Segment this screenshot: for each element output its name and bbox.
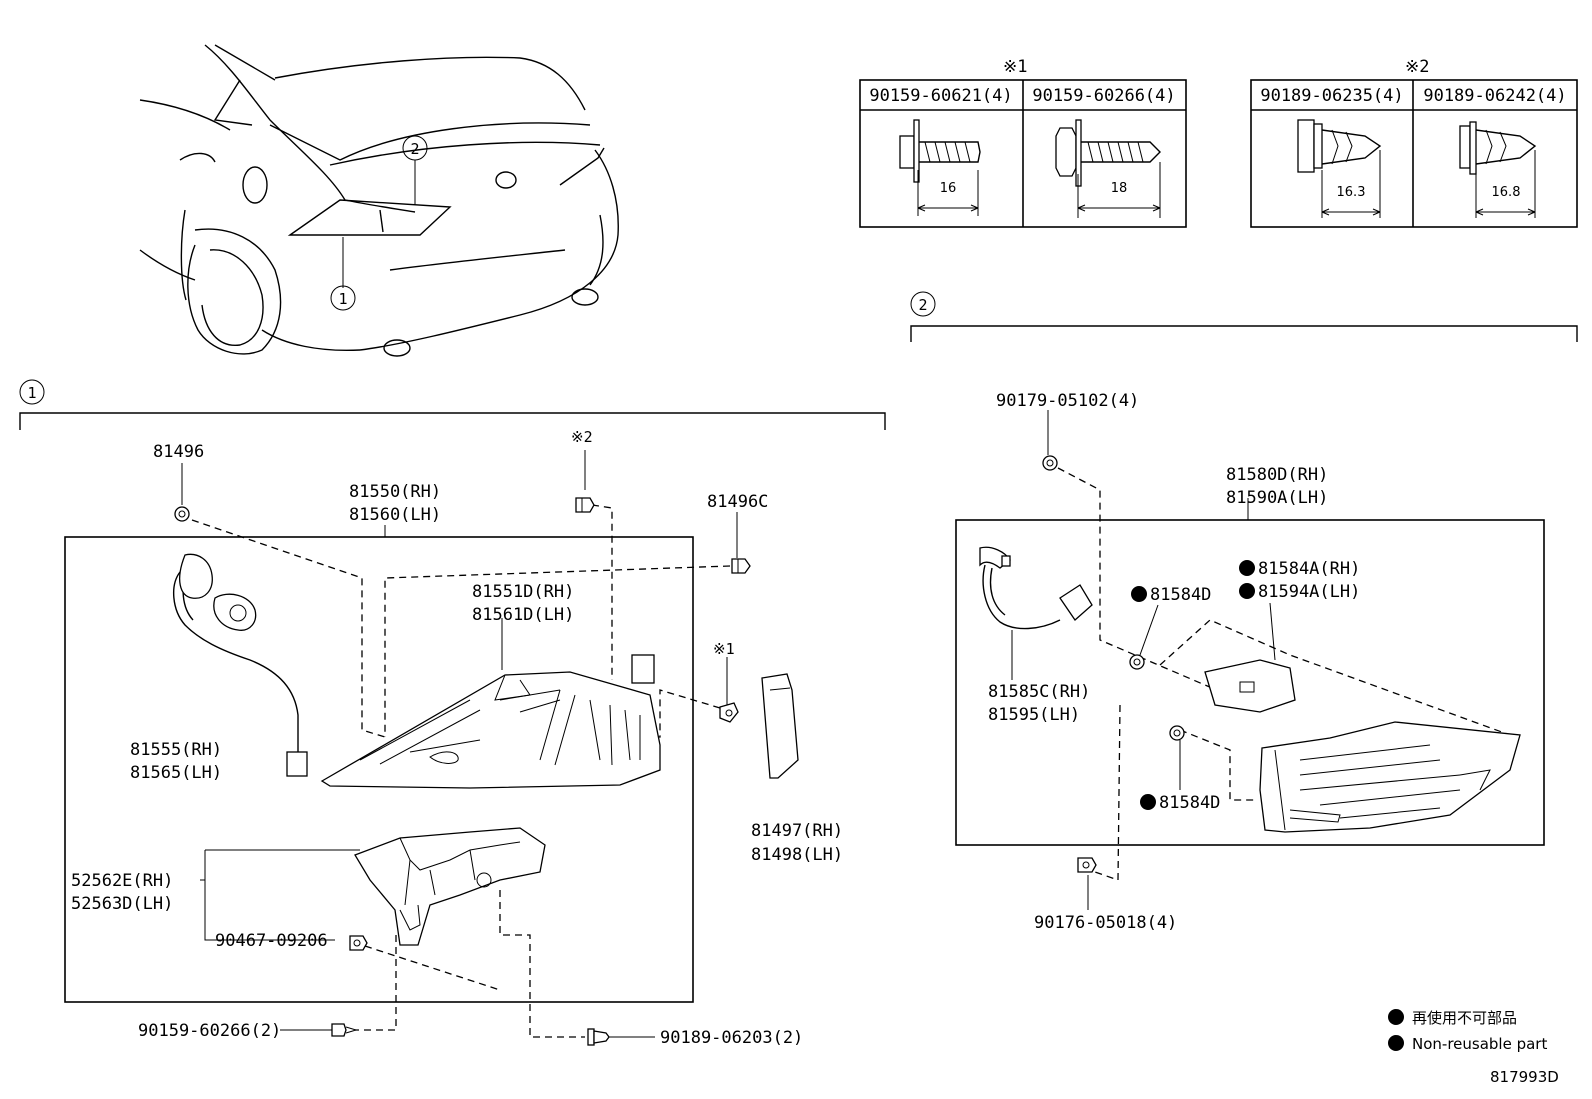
- callout-2-car: 2: [410, 140, 419, 158]
- table2-mark: ※2: [1405, 57, 1429, 77]
- label-mark1: ※1: [713, 640, 735, 658]
- label-81595: 81595(LH): [988, 705, 1080, 725]
- fastener-table-2: [1250, 79, 1578, 228]
- label-52563d: 52563D(LH): [71, 894, 173, 914]
- socket-wire-81555: [173, 553, 308, 777]
- label-90467: 90467-09206: [215, 931, 328, 951]
- washer-81584d-bottom: [1169, 725, 1185, 741]
- label-81584d-bottom: 81584D: [1159, 793, 1220, 813]
- legend-jp: 再使用不可部品: [1412, 1009, 1517, 1027]
- label-90179: 90179-05102(4): [996, 391, 1139, 411]
- nonreusable-dot-81584a: [1239, 560, 1255, 576]
- callout-1-group: 1: [27, 384, 36, 402]
- label-81580d: 81580D(RH): [1226, 465, 1328, 485]
- legend-en: Non-reusable part: [1412, 1035, 1547, 1053]
- label-90176: 90176-05018(4): [1034, 913, 1177, 933]
- table2-header-2: 90189-06242(4): [1423, 86, 1566, 106]
- legend-dot-jp: [1388, 1009, 1404, 1025]
- screw-90467: [349, 935, 368, 951]
- nut-90179: [1042, 455, 1058, 471]
- rear-combination-lamp-lens: [320, 654, 661, 789]
- label-81497: 81497(RH): [751, 821, 843, 841]
- car-rear-overview: [139, 44, 619, 357]
- group2-leaders: [1011, 410, 1511, 910]
- table1-dim-2: 18: [1111, 181, 1128, 196]
- bolt-90159-60266: [331, 1023, 358, 1037]
- table1-mark: ※1: [1003, 57, 1027, 77]
- label-52562e: 52562E(RH): [71, 871, 173, 891]
- nonreusable-dot-81594a: [1239, 583, 1255, 599]
- garnish-81497: [761, 673, 799, 779]
- clip-mark2-fastener: [575, 497, 595, 513]
- label-81498: 81498(LH): [751, 845, 843, 865]
- inner-lamp-81580d: [1259, 721, 1521, 833]
- group2-bracket: [910, 291, 1578, 846]
- bracket-52562e: [354, 827, 546, 946]
- fastener-81496c: [731, 558, 751, 574]
- label-81561d: 81561D(LH): [472, 605, 574, 625]
- group1-bracket: [19, 379, 886, 1003]
- label-81590a: 81590A(LH): [1226, 488, 1328, 508]
- bolt-mark1-fastener: [719, 702, 739, 723]
- washer-81584d-top: [1129, 654, 1145, 670]
- label-81551d: 81551D(RH): [472, 582, 574, 602]
- seal-81584a: [1204, 659, 1296, 713]
- table1-dim-1: 16: [940, 181, 957, 196]
- callout-1-car: 1: [338, 290, 347, 308]
- nonreusable-dot-81584d-top: [1131, 586, 1147, 602]
- label-mark2: ※2: [571, 428, 593, 446]
- label-81584a: 81584A(RH): [1258, 559, 1360, 579]
- label-81550: 81550(RH): [349, 482, 441, 502]
- clip-90189-06203: [587, 1028, 610, 1046]
- bolt-90176: [1077, 857, 1097, 873]
- table2-dim-1: 16.3: [1337, 185, 1366, 200]
- table2-header-1: 90189-06235(4): [1260, 86, 1403, 106]
- fastener-81496: [174, 506, 190, 522]
- table1-header-2: 90159-60266(4): [1032, 86, 1175, 106]
- label-81560: 81560(LH): [349, 505, 441, 525]
- label-81496c: 81496C: [707, 492, 768, 512]
- diagram-id: 817993D: [1490, 1068, 1559, 1086]
- table1-header-1: 90159-60621(4): [869, 86, 1012, 106]
- label-81584d-top: 81584D: [1150, 585, 1211, 605]
- label-81555: 81555(RH): [130, 740, 222, 760]
- nonreusable-dot-81584d-bottom: [1140, 794, 1156, 810]
- label-81496: 81496: [153, 442, 204, 462]
- label-81585c: 81585C(RH): [988, 682, 1090, 702]
- label-90189-06203-2: 90189-06203(2): [660, 1028, 803, 1048]
- legend-dot-en: [1388, 1035, 1404, 1051]
- callout-2-group: 2: [918, 296, 927, 314]
- fastener-table-1: [859, 79, 1187, 228]
- socket-wire-81585c: [979, 546, 1093, 630]
- label-81594a: 81594A(LH): [1258, 582, 1360, 602]
- table2-dim-2: 16.8: [1492, 185, 1521, 200]
- label-81565: 81565(LH): [130, 763, 222, 783]
- label-90159-60266-2: 90159-60266(2): [138, 1021, 281, 1041]
